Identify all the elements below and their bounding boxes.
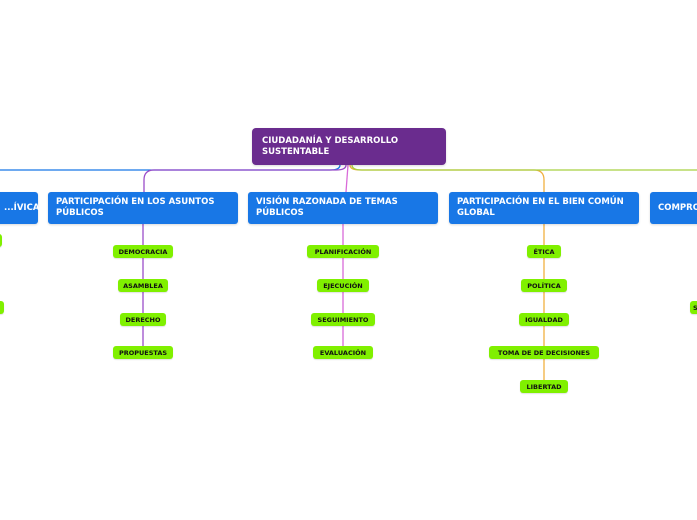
- branch-node-civica[interactable]: ...ÍVICA: [0, 192, 40, 224]
- leaf-node-igualdad[interactable]: IGUALDAD: [519, 313, 569, 326]
- leaf-node-cut-2[interactable]: [0, 301, 4, 314]
- leaf-label: SEGUIMIENTO: [317, 315, 369, 324]
- leaf-label: POLÍTICA: [527, 281, 561, 290]
- leaf-label: PLANIFICACIÓN: [314, 247, 372, 256]
- leaf-label: LIBERTAD: [526, 382, 562, 391]
- connector-root-to-branch-0: [0, 164, 341, 171]
- leaf-node-evaluacion[interactable]: EVALUACIÓN: [313, 346, 373, 359]
- leaf-label: ÉTICA: [533, 247, 555, 256]
- connector-root-to-branch-1: [143, 164, 347, 192]
- leaf-node-asamblea[interactable]: ASAMBLEA: [118, 279, 168, 292]
- leaf-node-democracia[interactable]: DEMOCRACIA: [113, 245, 173, 258]
- branch-node-bien-comun[interactable]: PARTICIPACIÓN EN EL BIEN COMÚN GLOBAL: [449, 192, 639, 224]
- leaf-label: PROPUESTAS: [118, 348, 168, 357]
- leaf-node-cut-1[interactable]: [0, 234, 2, 247]
- leaf-node-derecho[interactable]: DERECHO: [120, 313, 166, 326]
- leaf-label: TOMA DE DE DECISIONES: [497, 348, 591, 357]
- leaf-label: EJECUCIÓN: [323, 281, 363, 290]
- connector-root-to-branch-2: [345, 164, 349, 193]
- leaf-node-toma-decisiones[interactable]: TOMA DE DE DECISIONES: [489, 346, 599, 359]
- branch-label: PARTICIPACIÓN EN LOS ASUNTOS PÚBLICOS: [56, 197, 215, 218]
- leaf-node-libertad[interactable]: LIBERTAD: [520, 380, 568, 393]
- branch-label: VISIÓN RAZONADA DE TEMAS PÚBLICOS: [256, 197, 398, 218]
- root-node[interactable]: CIUDADANÍA Y DESARROLLO SUSTENTABLE: [252, 128, 446, 165]
- leaf-node-seguimiento[interactable]: SEGUIMIENTO: [311, 313, 375, 326]
- branch-label: COMPRO: [658, 202, 697, 213]
- leaf-node-planificacion[interactable]: PLANIFICACIÓN: [307, 245, 379, 258]
- connector-root-to-branch-4: [351, 164, 697, 171]
- branch-label: ...ÍVICA: [4, 202, 40, 213]
- branch-label: PARTICIPACIÓN EN EL BIEN COMÚN GLOBAL: [457, 197, 624, 218]
- root-node-label: CIUDADANÍA Y DESARROLLO SUSTENTABLE: [262, 135, 399, 157]
- branch-node-asuntos-publicos[interactable]: PARTICIPACIÓN EN LOS ASUNTOS PÚBLICOS: [48, 192, 238, 224]
- leaf-node-cut-right[interactable]: S: [690, 301, 697, 314]
- leaf-label: S: [693, 303, 697, 312]
- leaf-label: DERECHO: [125, 315, 161, 324]
- leaf-label: ASAMBLEA: [123, 281, 163, 290]
- branch-node-vision-razonada[interactable]: VISIÓN RAZONADA DE TEMAS PÚBLICOS: [248, 192, 438, 224]
- leaf-node-etica[interactable]: ÉTICA: [527, 245, 561, 258]
- leaf-label: DEMOCRACIA: [118, 247, 168, 256]
- branch-node-compromiso[interactable]: COMPRO: [650, 192, 697, 224]
- leaf-node-ejecucion[interactable]: EJECUCIÓN: [317, 279, 369, 292]
- leaf-label: IGUALDAD: [525, 315, 563, 324]
- leaf-label: EVALUACIÓN: [319, 348, 367, 357]
- leaf-node-propuestas[interactable]: PROPUESTAS: [113, 346, 173, 359]
- leaf-node-politica[interactable]: POLÍTICA: [521, 279, 567, 292]
- connector-root-to-branch-3: [349, 164, 545, 192]
